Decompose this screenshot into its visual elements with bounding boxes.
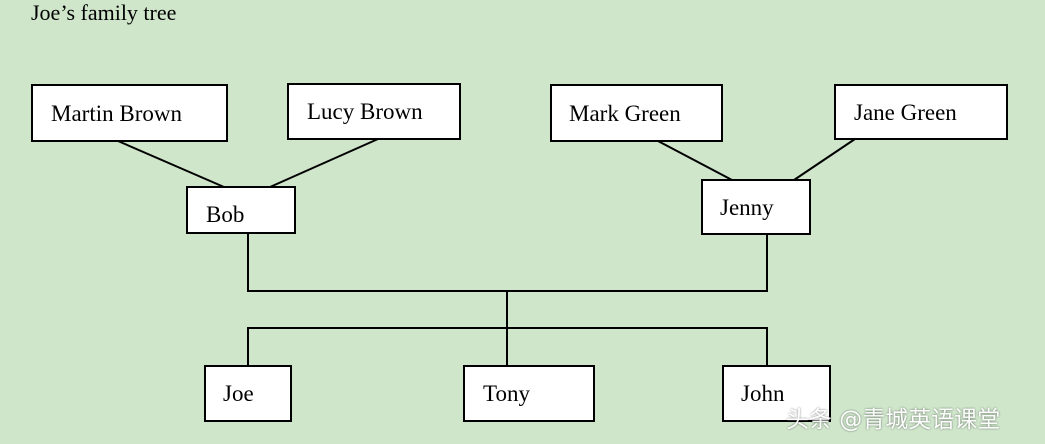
node-label: Mark Green xyxy=(569,100,681,126)
node-john: John xyxy=(722,365,831,422)
node-mark-green: Mark Green xyxy=(550,84,723,142)
node-bob: Bob xyxy=(186,186,296,234)
node-label: Bob xyxy=(206,201,245,227)
node-jane-green: Jane Green xyxy=(834,84,1008,140)
node-jenny: Jenny xyxy=(701,179,811,235)
node-label: Jenny xyxy=(720,194,774,220)
node-tony: Tony xyxy=(463,365,595,422)
line-mark-to-jenny xyxy=(657,140,733,181)
node-label: John xyxy=(741,381,785,406)
diagram-title: Joe’s family tree xyxy=(31,0,177,25)
node-label: Lucy Brown xyxy=(307,99,423,124)
node-label: Joe xyxy=(223,381,254,406)
node-label: Tony xyxy=(483,381,530,406)
line-martin-to-bob xyxy=(117,140,225,188)
node-martin-brown: Martin Brown xyxy=(31,84,228,142)
node-joe: Joe xyxy=(204,365,292,422)
node-label: Jane Green xyxy=(854,99,957,125)
line-jane-to-jenny xyxy=(793,138,856,181)
node-label: Martin Brown xyxy=(51,100,182,126)
watermark-text: 头条 @青城英语课堂 xyxy=(786,407,1001,433)
node-lucy-brown: Lucy Brown xyxy=(287,83,461,140)
line-lucy-to-bob xyxy=(269,138,379,188)
